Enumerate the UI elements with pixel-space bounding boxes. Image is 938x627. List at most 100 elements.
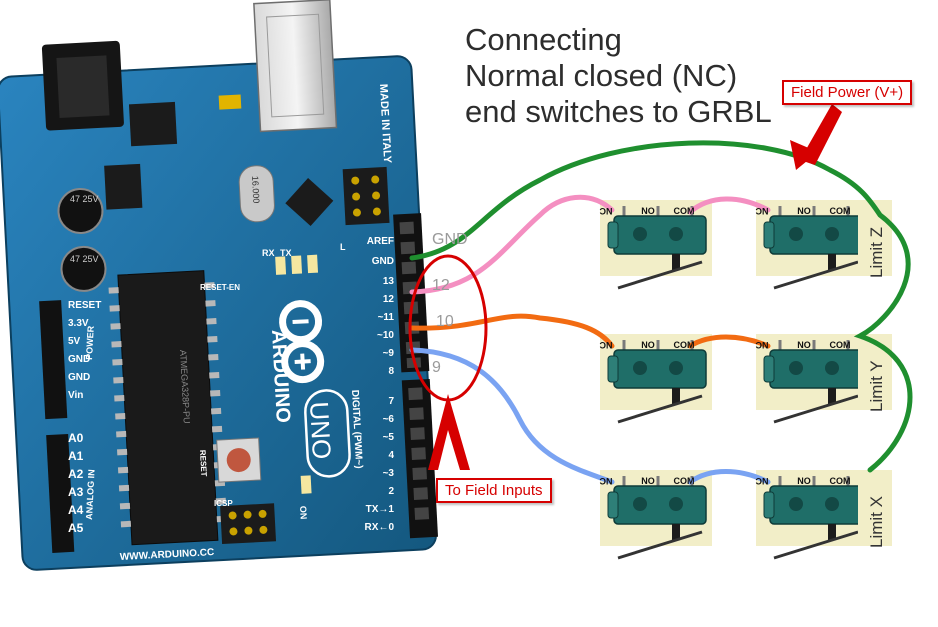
wire-pink-z <box>409 194 615 295</box>
board-model: UNO <box>304 401 337 460</box>
title-line-3: end switches to GRBL <box>465 94 772 129</box>
limit-z-label: Limit Z <box>867 227 886 278</box>
cap-label-1: 47 25V <box>70 194 99 204</box>
sw-y2-nc: NC <box>755 340 768 350</box>
board-website: WWW.ARDUINO.CC <box>120 547 215 563</box>
switch-x-1 <box>598 468 714 560</box>
switch-z-2 <box>754 198 870 290</box>
wire-green-power <box>409 140 913 473</box>
power-pin-0: RESET <box>68 300 101 311</box>
header-bottom-1: ~6 <box>383 414 395 425</box>
sw-z2-no: NO <box>797 206 811 216</box>
analog-pin-1: A1 <box>68 449 84 463</box>
header-bottom-7: RX←0 <box>365 522 395 533</box>
power-header <box>39 300 68 420</box>
sw-y1-no: NO <box>641 340 655 350</box>
header-bottom-4: ~3 <box>383 468 395 479</box>
reset-en-label: RESET-EN <box>200 283 240 292</box>
callout-field-power: Field Power (V+) <box>782 80 913 105</box>
header-top-5: ~10 <box>377 330 394 341</box>
title-line-2: Normal closed (NC) <box>465 58 738 93</box>
sw-y2-no: NO <box>797 340 811 350</box>
analog-pin-2: A2 <box>68 467 84 481</box>
sw-z2-nc: NC <box>755 206 768 216</box>
wire-blue-x-link <box>687 469 771 485</box>
switch-x-2 <box>754 468 870 560</box>
l-label: L <box>340 242 346 252</box>
analog-pin-4: A4 <box>68 503 84 517</box>
power-pin-2: 5V <box>68 336 81 347</box>
sw-y1-com: COM <box>674 340 695 350</box>
pin-label-gnd: GND <box>432 231 468 248</box>
digital-label: DIGITAL (PWM~) <box>349 390 364 469</box>
on-label: ON <box>298 506 309 520</box>
sw-z1-com: COM <box>674 206 695 216</box>
sw-z2-com: COM <box>830 206 851 216</box>
power-pin-4: GND <box>68 372 90 383</box>
header-top-2: 13 <box>383 276 395 287</box>
wire-orange-y <box>409 313 615 349</box>
header-bottom-0: 7 <box>388 396 394 407</box>
power-pin-3: GND <box>68 354 90 365</box>
sw-z1-no: NO <box>641 206 655 216</box>
sw-x1-com: COM <box>674 476 695 486</box>
wire-orange-y-link <box>687 334 771 349</box>
sw-y2-com: COM <box>830 340 851 350</box>
arduino-board <box>0 0 439 571</box>
arrow-to-inputs <box>428 394 470 470</box>
header-top-7: 8 <box>388 366 394 377</box>
sw-x1-nc: NC <box>599 476 612 486</box>
board-made-in: MADE IN ITALY <box>377 84 393 165</box>
analog-label: ANALOG IN <box>84 469 97 520</box>
pin-label-10: 10 <box>436 313 454 330</box>
power-label: POWER <box>84 325 96 360</box>
header-bottom-2: ~5 <box>383 432 395 443</box>
capacitor <box>60 245 107 292</box>
limit-y-label: Limit Y <box>867 360 886 412</box>
sw-z1-nc: NC <box>599 206 612 216</box>
switch-y-2 <box>754 332 870 424</box>
pin-label-12: 12 <box>432 277 450 294</box>
sw-x2-nc: NC <box>755 476 768 486</box>
sw-x2-com: COM <box>830 476 851 486</box>
board-brand: ARDUINO <box>267 329 294 423</box>
header-bottom-5: 2 <box>388 486 394 497</box>
sw-x1-no: NO <box>641 476 655 486</box>
header-top-3: 12 <box>383 294 395 305</box>
power-pin-1: 3.3V <box>68 318 89 329</box>
header-top-6: ~9 <box>383 348 395 359</box>
switch-y-1 <box>598 332 714 424</box>
sw-x2-no: NO <box>797 476 811 486</box>
callout-field-inputs: To Field Inputs <box>436 478 552 503</box>
analog-pin-0: A0 <box>68 431 84 445</box>
cap-label-2: 47 25V <box>70 254 99 264</box>
crystal <box>238 165 275 223</box>
microcontroller-chip <box>117 270 219 546</box>
header-top-4: ~11 <box>378 312 395 323</box>
analog-pin-5: A5 <box>68 521 84 535</box>
wire-pink-z-link <box>687 196 771 215</box>
rx-label: RX <box>262 248 275 258</box>
analog-pin-3: A3 <box>68 485 84 499</box>
capacitor <box>57 188 104 235</box>
reset-label: RESET <box>198 450 208 477</box>
header-bottom-6: TX→1 <box>366 504 395 515</box>
limit-x-label: Limit X <box>867 496 886 548</box>
tx-label: TX <box>280 248 292 258</box>
header-top-0: AREF <box>367 236 394 247</box>
sw-y1-nc: NC <box>599 340 612 350</box>
header-top-1: GND <box>372 256 394 267</box>
power-pin-5: Vin <box>68 390 83 401</box>
header-bottom-3: 4 <box>388 450 394 461</box>
analog-header <box>46 433 75 553</box>
title-line-1: Connecting <box>465 22 622 57</box>
wire-blue-x <box>409 347 615 485</box>
usb-connector <box>253 0 338 133</box>
chip-marking: ATMEGA328P-PU <box>178 350 192 424</box>
arduino-logo <box>279 300 325 384</box>
pin-label-9: 9 <box>432 359 441 376</box>
crystal-label: 16.000 <box>250 176 261 204</box>
icsp-label: ICSP <box>214 499 233 508</box>
switch-z-1 <box>598 198 714 290</box>
